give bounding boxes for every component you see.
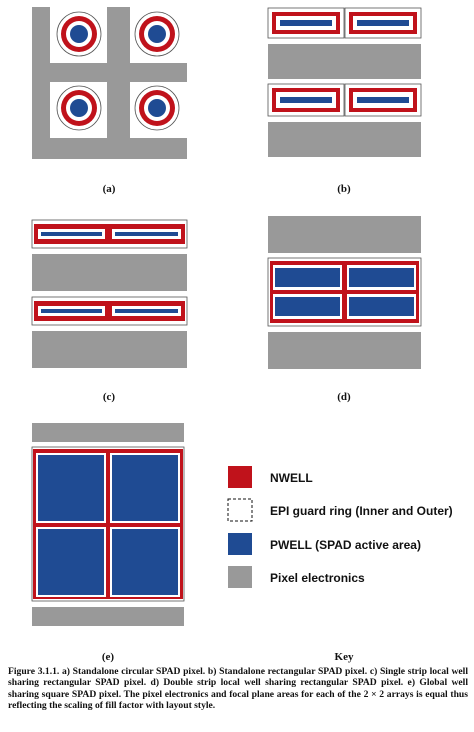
- key-label-electronics: Pixel electronics: [270, 571, 365, 585]
- panel-c-label: (c): [103, 391, 116, 403]
- panel-e: (e): [31, 423, 185, 663]
- circular-spad: [134, 85, 180, 131]
- rect-spad: [344, 7, 422, 39]
- shared-double-strip-spad: [267, 257, 422, 327]
- rect-spad: [267, 7, 345, 39]
- panel-d: (d): [267, 216, 422, 403]
- rect-spad: [267, 83, 345, 117]
- circular-spad: [56, 85, 102, 131]
- global-well-spad: [31, 446, 185, 602]
- pwell-swatch: [228, 533, 252, 555]
- key-title: Key: [335, 651, 354, 663]
- circular-spad: [56, 11, 102, 57]
- pixel-electronics-band: [268, 332, 421, 369]
- panel-a-label: (a): [103, 183, 116, 195]
- rect-spad: [344, 83, 422, 117]
- epi-guard-ring-swatch: [227, 498, 253, 522]
- pixel-electronics-band: [268, 44, 421, 79]
- key-label-pwell: PWELL (SPAD active area): [270, 538, 421, 552]
- panel-b-label: (b): [337, 183, 351, 195]
- panel-d-label: (d): [337, 391, 351, 403]
- pixel-electronics-band: [32, 607, 184, 626]
- pixel-electronics-band: [32, 423, 184, 442]
- key-label-epi-guard-ring: EPI guard ring (Inner and Outer): [270, 504, 453, 518]
- shared-strip-spad: [31, 296, 188, 326]
- pixel-electronics-band: [32, 254, 187, 291]
- circular-spad: [134, 11, 180, 57]
- nwell-swatch: [228, 466, 252, 488]
- panel-e-label: (e): [102, 651, 115, 663]
- key-legend: NWELL EPI guard ring (Inner and Outer) P…: [227, 466, 453, 663]
- panel-c: (c): [31, 219, 188, 403]
- panel-a: (a): [32, 7, 187, 195]
- pixel-electronics-band: [268, 122, 421, 157]
- key-label-nwell: NWELL: [270, 471, 313, 485]
- pixel-electronics-band: [32, 331, 187, 368]
- pixel-electronics-band: [268, 216, 421, 253]
- panel-b: (b): [267, 7, 422, 195]
- shared-strip-spad: [31, 219, 188, 249]
- figure-caption: Figure 3.1.1. a) Standalone circular SPA…: [8, 666, 468, 712]
- electronics-swatch: [228, 566, 252, 588]
